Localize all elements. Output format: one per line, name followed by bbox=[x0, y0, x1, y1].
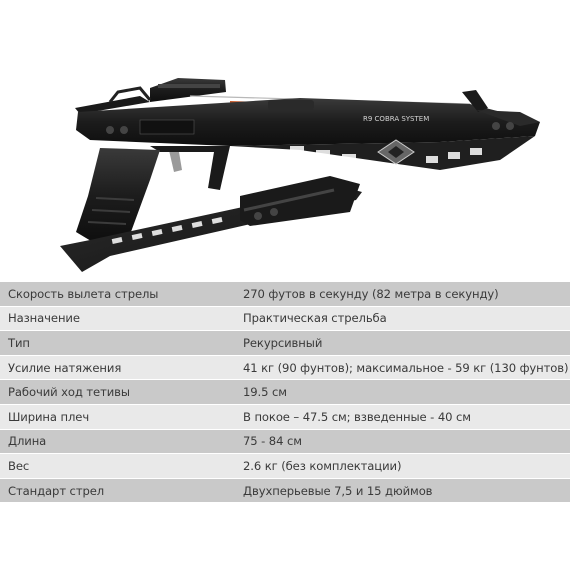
spec-value: 75 - 84 см bbox=[241, 429, 570, 455]
spec-row: Усилие натяжения 41 кг (90 фунтов); макс… bbox=[0, 355, 570, 381]
spec-label: Длина bbox=[0, 429, 241, 455]
spec-row: Скорость вылета стрелы 270 футов в секун… bbox=[0, 282, 570, 307]
spec-row: Рабочий ход тетивы 19.5 см bbox=[0, 379, 570, 405]
spec-value: Двухперьевые 7,5 и 15 дюймов bbox=[241, 478, 570, 504]
spec-row: Назначение Практическая стрельба bbox=[0, 306, 570, 332]
cocking-lever bbox=[60, 176, 362, 272]
crossbow-illustration: R9 COBRA SYSTEM bbox=[60, 78, 540, 272]
barrel: R9 COBRA SYSTEM bbox=[76, 90, 540, 146]
spec-label: Усилие натяжения bbox=[0, 355, 241, 381]
spec-row: Тип Рекурсивный bbox=[0, 330, 570, 356]
spec-label: Стандарт стрел bbox=[0, 478, 241, 504]
specs-table: Скорость вылета стрелы 270 футов в секун… bbox=[0, 282, 570, 504]
spec-value: 41 кг (90 фунтов); максимальное - 59 кг … bbox=[241, 355, 570, 381]
truss-frame bbox=[230, 136, 535, 170]
spec-value: В покое – 47.5 см; взведенные - 40 см bbox=[241, 404, 570, 430]
spec-row: Ширина плеч В покое – 47.5 см; взведенны… bbox=[0, 404, 570, 430]
spec-value: Практическая стрельба bbox=[241, 306, 570, 332]
spec-row: Стандарт стрел Двухперьевые 7,5 и 15 дюй… bbox=[0, 478, 570, 504]
spec-label: Назначение bbox=[0, 306, 241, 332]
pistol-grip bbox=[76, 148, 160, 244]
spec-label: Тип bbox=[0, 330, 241, 356]
spec-label: Ширина плеч bbox=[0, 404, 241, 430]
spec-value: 270 футов в секунду (82 метра в секунду) bbox=[241, 282, 570, 307]
spec-value: Рекурсивный bbox=[241, 330, 570, 356]
spec-row: Вес 2.6 кг (без комплектации) bbox=[0, 453, 570, 479]
spec-value: 19.5 см bbox=[241, 379, 570, 405]
brand-marking: R9 COBRA SYSTEM bbox=[363, 115, 429, 123]
crossbow-image: R9 COBRA SYSTEM bbox=[0, 0, 570, 282]
spec-value: 2.6 кг (без комплектации) bbox=[241, 453, 570, 479]
top-rail bbox=[75, 78, 226, 114]
spec-label: Вес bbox=[0, 453, 241, 479]
spec-label: Рабочий ход тетивы bbox=[0, 379, 241, 405]
spec-row: Длина 75 - 84 см bbox=[0, 429, 570, 455]
trigger bbox=[150, 146, 230, 190]
spec-label: Скорость вылета стрелы bbox=[0, 282, 241, 307]
